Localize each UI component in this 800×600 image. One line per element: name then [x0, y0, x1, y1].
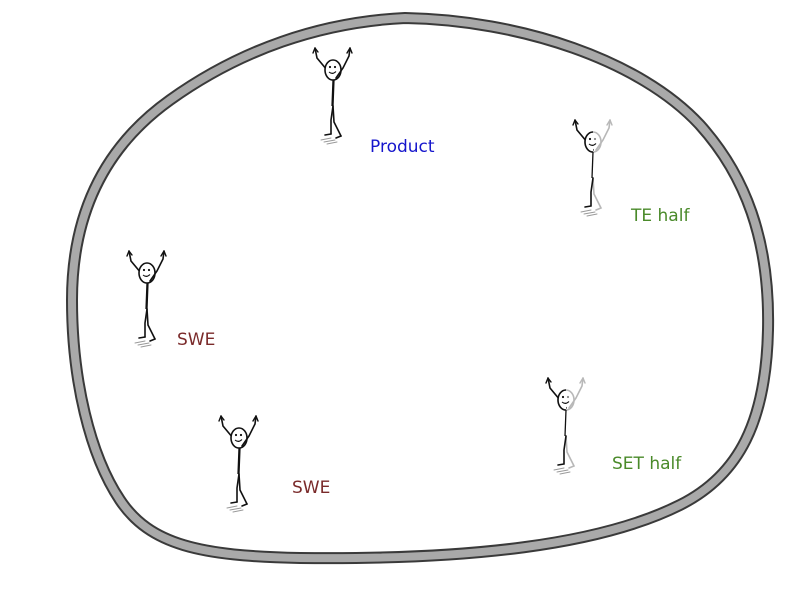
team-boundary-fill: [68, 14, 773, 563]
label-te-half: TE half: [631, 206, 690, 226]
figure-swe-1: [126, 250, 167, 348]
label-swe-2: SWE: [292, 478, 331, 498]
figure-te-half-solid-side: [572, 119, 597, 208]
label-swe-1: SWE: [177, 330, 216, 350]
team-boundary: [66, 12, 775, 565]
figure-swe-2: [218, 415, 259, 513]
label-set-half: SET half: [612, 454, 682, 474]
figure-set-half-solid-side: [545, 377, 570, 466]
label-product: Product: [370, 137, 435, 157]
figure-product: [312, 47, 353, 145]
figure-set-half: [545, 377, 586, 475]
figure-te-half: [572, 119, 613, 217]
